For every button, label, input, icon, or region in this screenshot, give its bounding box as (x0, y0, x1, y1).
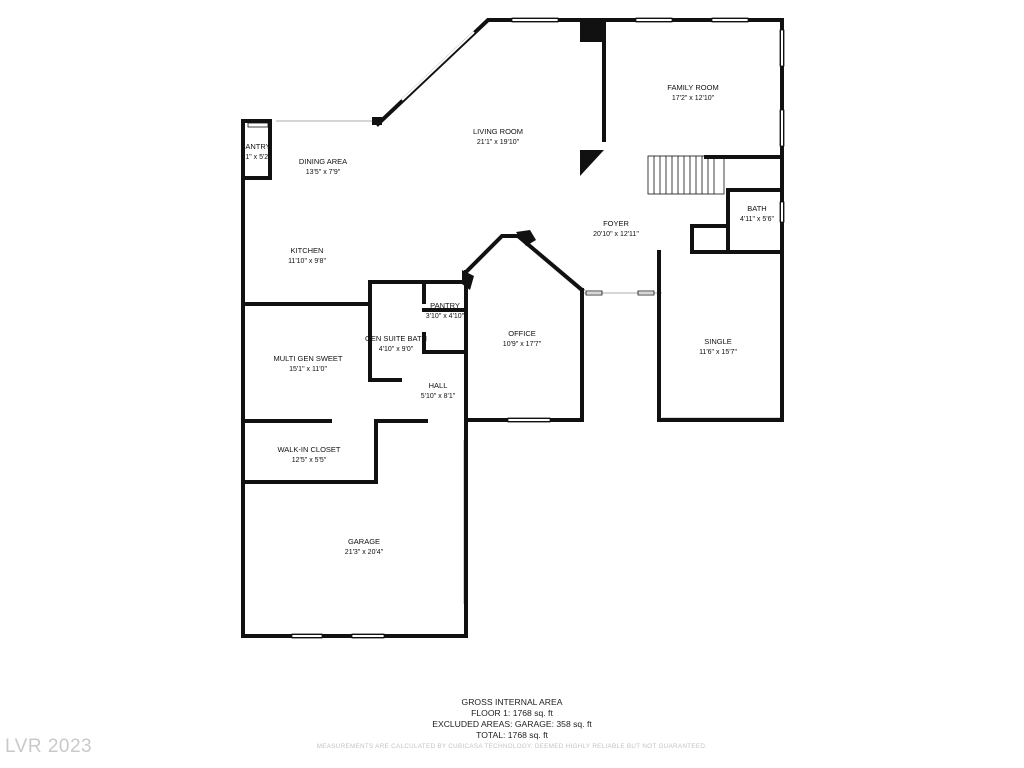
single-name: SINGLE (704, 337, 732, 346)
dining-area-name: DINING AREA (299, 157, 347, 166)
room-labels: FAMILY ROOM 17'2" x 12'10" LIVING ROOM 2… (245, 83, 774, 556)
walls (241, 18, 784, 638)
area-summary-floor: FLOOR 1: 1768 sq. ft (471, 708, 553, 718)
multi-gen-sweet-name: MULTI GEN SWEET (273, 354, 342, 363)
dining-area-dims: 13'5" x 7'9" (306, 169, 341, 176)
area-summary-total: TOTAL: 1768 sq. ft (476, 730, 548, 740)
area-summary-title: GROSS INTERNAL AREA (461, 697, 563, 707)
bath-dims: 4'11" x 5'6" (740, 216, 774, 223)
staircase (647, 155, 725, 195)
pantry-top-dims: 1" x 5'2" (245, 154, 271, 161)
area-summary-excluded: EXCLUDED AREAS: GARAGE: 358 sq. ft (432, 719, 592, 729)
pantry-name: PANTRY (430, 301, 460, 310)
hall-dims: 5'10" x 8'1" (421, 393, 456, 400)
family-room-name: FAMILY ROOM (667, 83, 718, 92)
office-name: OFFICE (508, 329, 536, 338)
gen-suite-bath-name: GEN SUITE BATH (365, 334, 427, 343)
lvr-watermark: LVR 2023 (5, 736, 93, 757)
measurement-disclaimer: MEASUREMENTS ARE CALCULATED BY CUBICASA … (316, 743, 708, 750)
pantry-top-name: ANTRY (245, 142, 270, 151)
living-room-name: LIVING ROOM (473, 127, 523, 136)
office-dims: 10'9" x 17'7" (503, 341, 542, 348)
kitchen-dims: 11'10" x 9'8" (288, 258, 326, 265)
gen-suite-bath-dims: 4'10" x 9'0" (379, 346, 414, 353)
single-dims: 11'6" x 15'7" (699, 349, 737, 356)
bath-name: BATH (747, 204, 766, 213)
walk-in-closet-name: WALK-IN CLOSET (277, 445, 340, 454)
pantry-dims: 3'10" x 4'10" (426, 313, 465, 320)
garage-dims: 21'3" x 20'4" (345, 549, 384, 556)
wall-blocks (372, 22, 604, 290)
garage-name: GARAGE (348, 537, 380, 546)
walk-in-closet-dims: 12'5" x 5'5" (292, 457, 327, 464)
hall-name: HALL (429, 381, 448, 390)
foyer-dims: 20'10" x 12'11" (593, 231, 639, 238)
foyer-name: FOYER (603, 219, 629, 228)
multi-gen-sweet-dims: 15'1" x 11'0" (289, 366, 327, 373)
window-panes (292, 19, 783, 637)
living-room-dims: 21'1" x 19'10" (477, 139, 520, 146)
family-room-dims: 17'2" x 12'10" (672, 95, 715, 102)
kitchen-name: KITCHEN (291, 246, 324, 255)
window-pane-outlines (247, 17, 785, 639)
floor-plan: FAMILY ROOM 17'2" x 12'10" LIVING ROOM 2… (241, 17, 785, 639)
